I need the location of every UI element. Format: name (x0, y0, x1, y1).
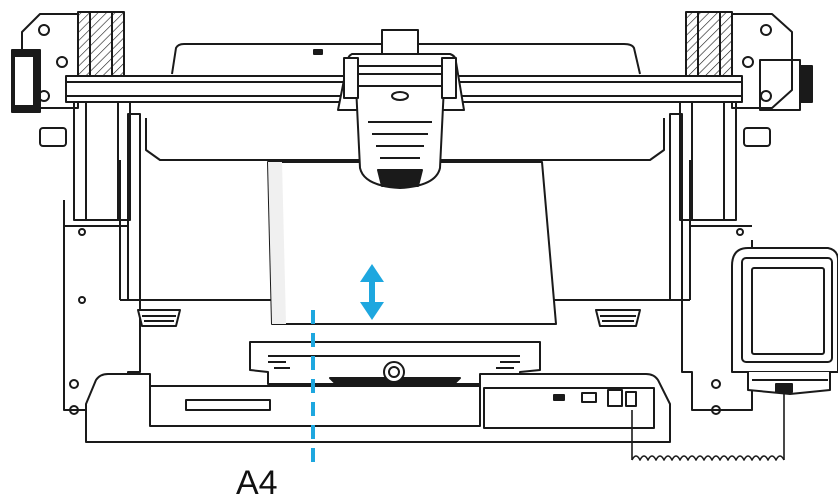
usb-port (581, 392, 597, 403)
paper-shadow (268, 162, 286, 324)
usb-c-port (553, 394, 565, 401)
paper-sheet (267, 161, 557, 325)
rj-port (625, 391, 637, 407)
left-corner-bracket (11, 13, 79, 147)
bed-leveling-knobs (137, 309, 641, 327)
right-upright (679, 11, 737, 221)
back-plate-slot (313, 49, 323, 55)
y-carriage (249, 341, 541, 387)
double-arrow-icon (360, 264, 384, 320)
right-corner-bracket (731, 13, 813, 147)
a4-label: A4 (236, 464, 278, 497)
left-upright (73, 11, 131, 221)
switch-port (607, 389, 623, 407)
print-head (337, 29, 465, 189)
coiled-cable (631, 392, 785, 461)
touch-screen (731, 247, 838, 395)
